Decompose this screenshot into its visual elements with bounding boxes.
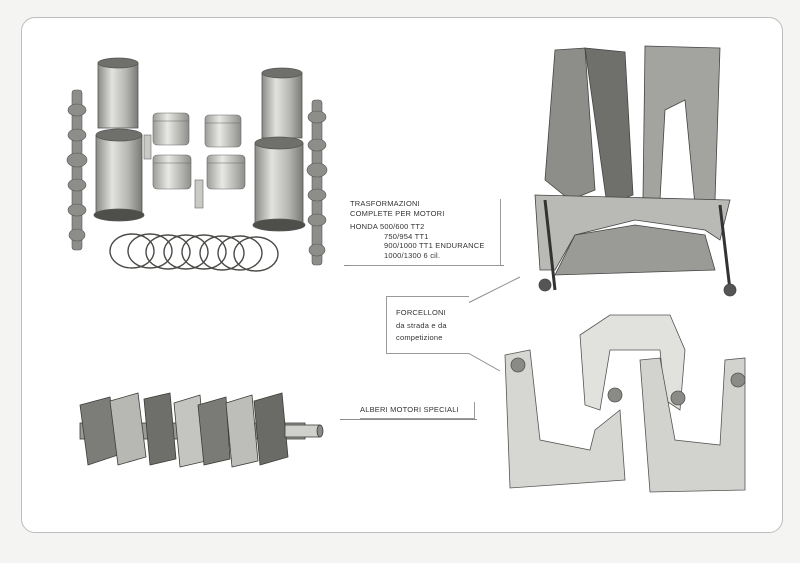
crankshaft-photo (79, 392, 324, 468)
crank-caption-leader (340, 419, 477, 420)
forcelloni-caption-line2: da strada e da (396, 320, 447, 330)
swingarm-photo-bottom (504, 314, 746, 493)
pistons (143, 112, 246, 209)
engine-caption-line2: COMPLETE PER MOTORI (350, 208, 445, 218)
forcelloni-caption-line3: competizione (396, 333, 443, 342)
camshaft-left (66, 89, 88, 251)
engine-caption-line4: 750/954 TT1 (384, 231, 429, 241)
forcelloni-caption-box (386, 296, 469, 354)
forcelloni-leaders (467, 276, 521, 372)
engine-caption: TRASFORMAZIONI COMPLETE PER MOTORI HONDA… (350, 199, 501, 266)
engine-parts-photo (66, 57, 328, 272)
crankshaft-caption-text: ALBERI MOTORI SPECIALI (360, 405, 459, 414)
crankshaft-caption: ALBERI MOTORI SPECIALI (360, 402, 475, 419)
forcelloni-caption: FORCELLONI da strada e da competizione (396, 308, 476, 343)
cylinder-liners (93, 57, 306, 232)
engine-caption-line6: 1000/1300 6 cil. (384, 250, 441, 260)
camshaft-right (306, 99, 328, 266)
engine-caption-line5: 900/1000 TT1 ENDURANCE (384, 241, 485, 250)
engine-caption-line1: TRASFORMAZIONI (350, 199, 420, 208)
piston-rings (109, 233, 279, 272)
swingarm-photo-top (534, 45, 737, 297)
forcelloni-caption-line1: FORCELLONI (396, 308, 446, 317)
engine-caption-line3: HONDA 500/600 TT2 (350, 222, 425, 231)
